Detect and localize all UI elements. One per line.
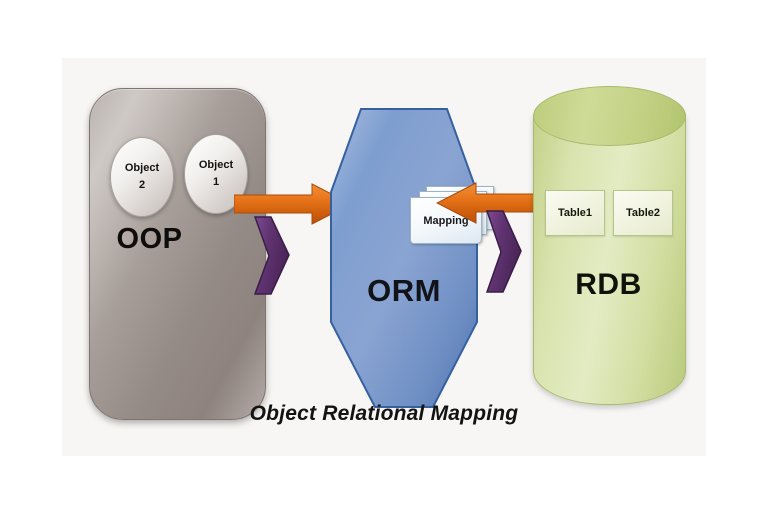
- object-node-1-number: 1: [212, 176, 220, 188]
- rdb-cylinder-body: [533, 114, 686, 405]
- object-node-2-name: Object: [124, 161, 160, 174]
- rdb-cylinder: Table1 Table2: [533, 84, 686, 405]
- purple-chevron-right: [486, 210, 522, 293]
- diagram-caption: Object Relational Mapping: [249, 402, 519, 425]
- rdb-label: RDB: [575, 268, 642, 301]
- orm-label: ORM: [367, 273, 441, 308]
- oop-label: OOP: [116, 223, 183, 255]
- table-box-2: Table2: [613, 190, 673, 236]
- object-node-2: Object 2: [110, 137, 174, 217]
- orm-hexagon: [330, 108, 478, 408]
- object-node-2-number: 2: [138, 179, 146, 191]
- mapping-label: Mapping: [423, 214, 469, 227]
- purple-chevron-left: [254, 216, 290, 295]
- object-node-1-name: Object: [198, 158, 234, 171]
- table-box-1: Table1: [545, 190, 605, 236]
- rdb-cylinder-top: [533, 86, 686, 146]
- diagram-canvas: Object 2 Object 1 OOP: [62, 58, 706, 456]
